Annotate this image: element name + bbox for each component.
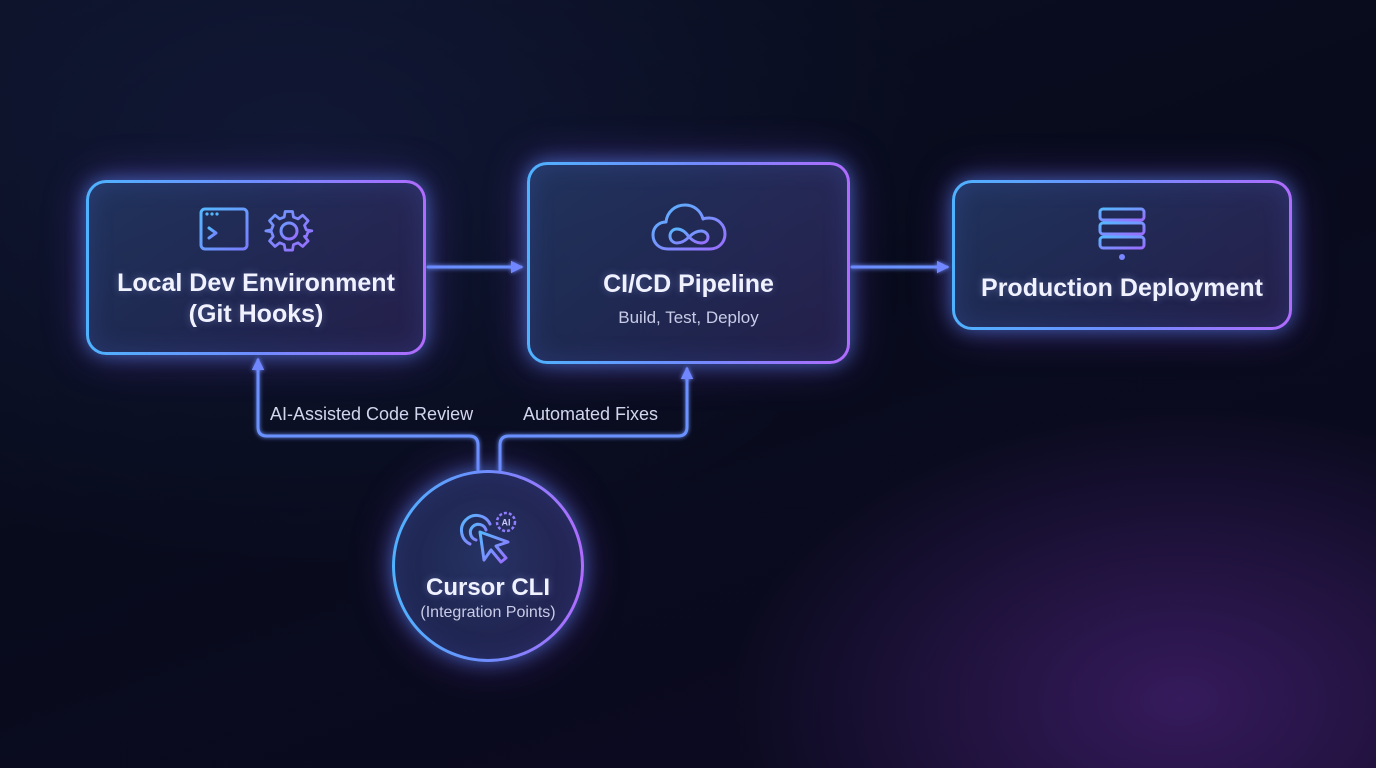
cicd-subtitle: Build, Test, Deploy [618, 307, 759, 327]
gear-icon [264, 206, 314, 256]
cicd-title: CI/CD Pipeline [603, 269, 774, 298]
production-title: Production Deployment [981, 273, 1263, 302]
local-dev-title: Local Dev Environment [117, 268, 395, 297]
local-dev-title-line2: (Git Hooks) [188, 299, 324, 328]
ai-cursor-icon: AI [456, 510, 520, 570]
cursor-cli-title: Cursor CLI [425, 574, 550, 601]
terminal-window-icon [198, 206, 250, 256]
arrow-cursor-to-cicd [498, 366, 694, 472]
production-icon-row [1095, 207, 1149, 261]
ai-badge-text: AI [502, 518, 511, 528]
node-local-dev-environment: Local Dev Environment (Git Hooks) [86, 180, 426, 355]
node-cicd-pipeline: CI/CD Pipeline Build, Test, Deploy [527, 162, 850, 364]
cursor-cli-subtitle: (Integration Points) [420, 604, 556, 621]
local-dev-icon-row [198, 206, 314, 256]
server-stack-icon [1095, 207, 1149, 261]
node-cursor-cli: AI Cursor CLI (Integration Points) [392, 470, 584, 662]
node-production-deployment: Production Deployment [952, 180, 1292, 330]
connector-label-code-review: AI-Assisted Code Review [270, 404, 474, 424]
cloud-infinity-icon [650, 199, 728, 255]
cicd-icon-row [650, 199, 728, 255]
arrow-cursor-to-local [251, 357, 480, 472]
connector-label-automated-fixes: Automated Fixes [523, 404, 659, 424]
